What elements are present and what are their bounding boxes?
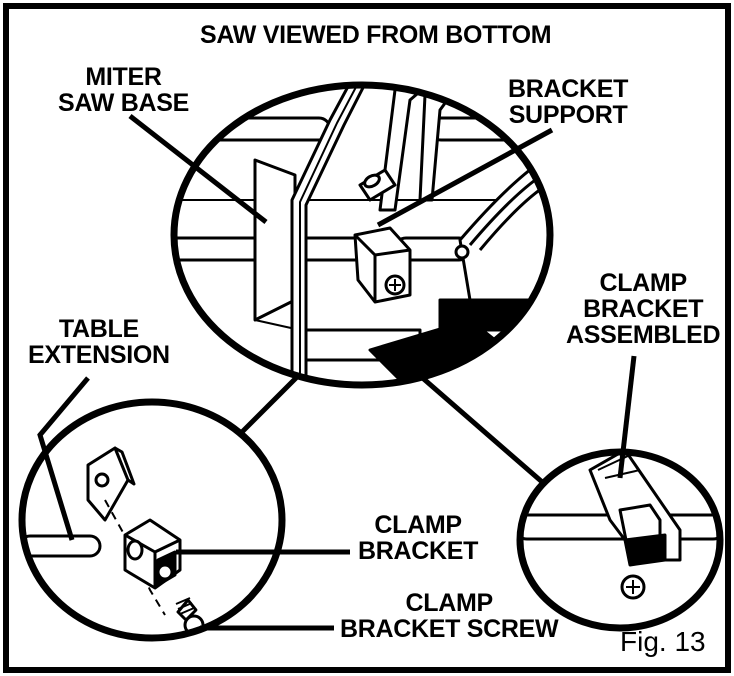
leader-table-extension [37, 376, 90, 541]
label-bracket-support: BRACKET SUPPORT [508, 76, 628, 128]
assembled-detail-view [516, 448, 724, 632]
label-clamp-bracket-screw-line2: BRACKET SCREW [340, 615, 559, 643]
diagram-title: SAW VIEWED FROM BOTTOM [200, 21, 552, 49]
label-clamp-bracket-line1: CLAMP [374, 511, 462, 539]
label-clamp-bracket-assembled: CLAMP BRACKET ASSEMBLED [566, 269, 721, 349]
label-clamp-bracket-screw-line1: CLAMP [405, 589, 493, 617]
label-table-extension-line2: EXTENSION [28, 341, 170, 369]
label-miter-saw-base-line2: SAW BASE [58, 89, 189, 117]
label-table-extension: TABLE EXTENSION [28, 316, 170, 368]
label-miter-saw-base: MITER SAW BASE [58, 64, 189, 116]
figure-number: Fig. 13 [620, 626, 706, 657]
label-assembled-line1: CLAMP [599, 269, 687, 297]
label-bracket-support-line2: SUPPORT [508, 101, 628, 129]
label-clamp-bracket-line2: BRACKET [358, 537, 479, 565]
leader-miter-saw-base [128, 114, 268, 224]
connector-line-right [416, 372, 558, 496]
label-bracket-support-line1: BRACKET [508, 75, 629, 103]
leader-bracket-support [376, 127, 554, 228]
label-assembled-line3: ASSEMBLED [566, 321, 721, 349]
label-clamp-bracket: CLAMP BRACKET [358, 512, 478, 564]
exploded-detail-view [18, 398, 286, 642]
label-clamp-bracket-screw: CLAMP BRACKET SCREW [340, 589, 559, 643]
label-table-extension-line1: TABLE [58, 315, 139, 343]
label-assembled-line2: BRACKET [583, 295, 704, 323]
label-miter-saw-base-line1: MITER [85, 63, 162, 91]
leader-clamp-bracket-assembled [617, 355, 637, 479]
